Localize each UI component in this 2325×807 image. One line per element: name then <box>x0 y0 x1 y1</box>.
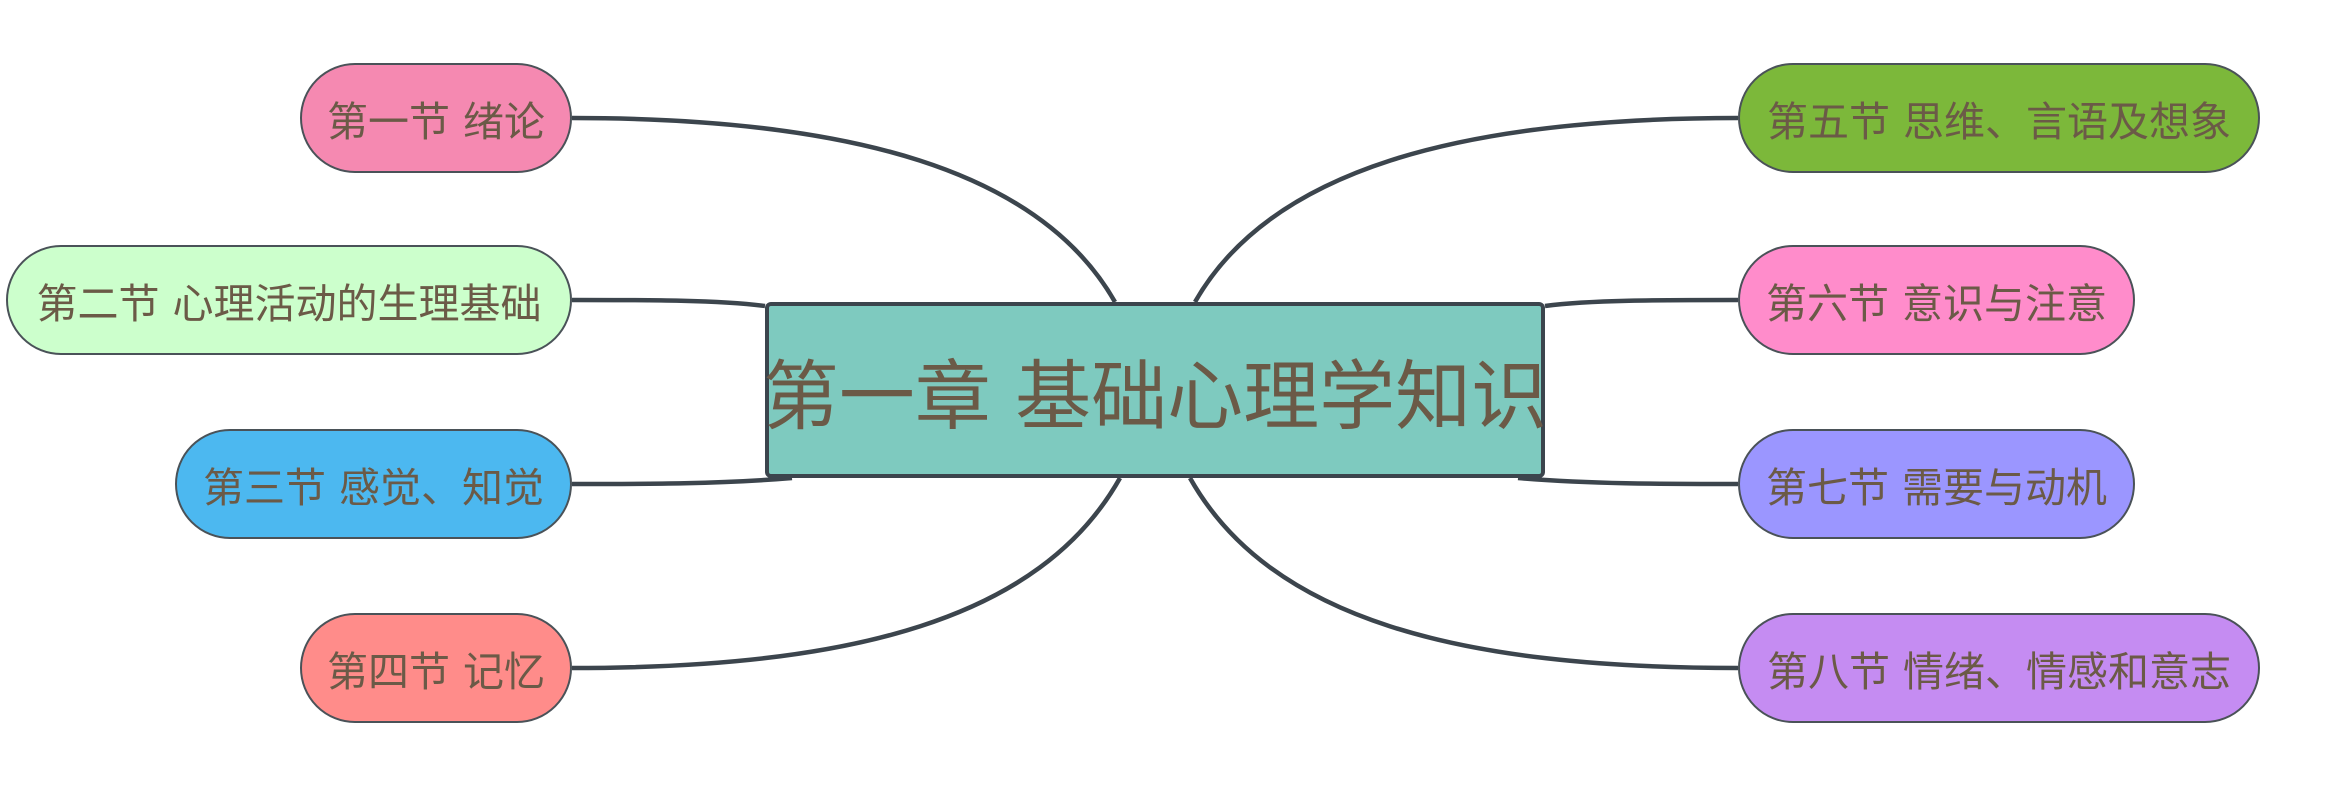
central-topic[interactable]: 第一章 基础心理学知识 <box>763 302 1547 478</box>
connector-branch-7 <box>1517 475 1739 487</box>
branch-topic-3[interactable]: 第三节 感觉、知觉 <box>175 429 572 539</box>
connector-branch-3 <box>571 475 793 487</box>
connector-branch-5 <box>1193 115 1739 304</box>
branch-topic-2[interactable]: 第二节 心理活动的生理基础 <box>6 245 572 355</box>
connector-branch-2 <box>571 297 766 309</box>
connector-branch-1 <box>571 115 1117 304</box>
connector-branch-6 <box>1544 297 1739 309</box>
branch-topic-4[interactable]: 第四节 记忆 <box>300 613 572 723</box>
connector-branch-8 <box>1188 476 1739 671</box>
branch-topic-6[interactable]: 第六节 意识与注意 <box>1738 245 2135 355</box>
branch-topic-1[interactable]: 第一节 绪论 <box>300 63 572 173</box>
branch-topic-8[interactable]: 第八节 情绪、情感和意志 <box>1738 613 2260 723</box>
connector-branch-4 <box>571 476 1122 671</box>
branch-topic-5[interactable]: 第五节 思维、言语及想象 <box>1738 63 2260 173</box>
branch-topic-7[interactable]: 第七节 需要与动机 <box>1738 429 2135 539</box>
